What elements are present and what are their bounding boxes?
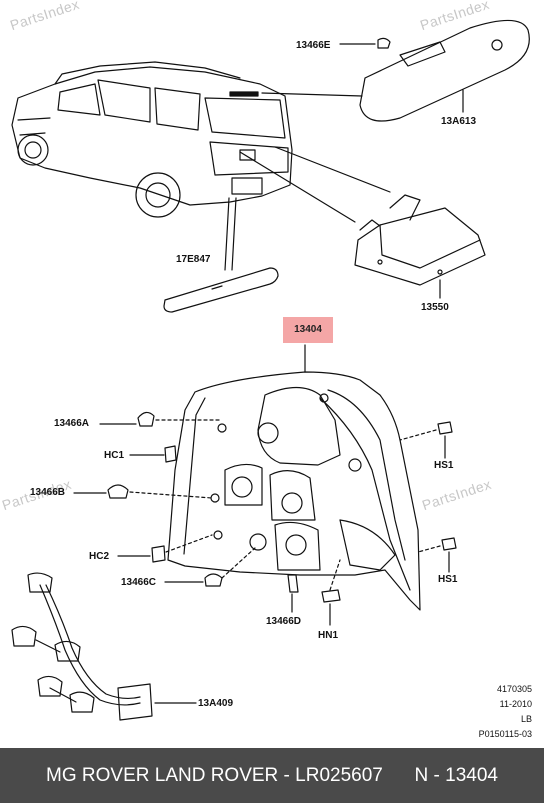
diagram-ref-3: LB: [520, 714, 532, 724]
footer-bar: MG ROVER LAND ROVER - LR025607 N - 13404: [0, 748, 544, 803]
part-label-13404[interactable]: 13404: [294, 324, 322, 335]
high-stop-lamp-illustration: [339, 19, 530, 122]
part-label-13466c[interactable]: 13466C: [121, 577, 157, 588]
vehicle-illustration: [11, 61, 293, 218]
plate-lamp-illustration: [354, 194, 486, 299]
diagram-ref-1: 4170305: [496, 684, 532, 694]
diagram-ref-2: 11-2010: [499, 699, 532, 709]
part-label-17e847[interactable]: 17E847: [176, 254, 211, 265]
highlighted-part-label[interactable]: 13404: [283, 317, 333, 343]
part-label-13466a[interactable]: 13466A: [54, 418, 90, 429]
clip-hc2-illustration: [117, 534, 213, 563]
footer-text: MG ROVER LAND ROVER - LR025607 N - 13404: [46, 765, 498, 786]
part-label-13466d[interactable]: 13466D: [266, 616, 302, 627]
wiring-harness-illustration: [11, 572, 197, 721]
part-label-hc1[interactable]: HC1: [104, 450, 125, 461]
diagram-ref-4: P0150115-03: [478, 729, 532, 739]
part-label-13550[interactable]: 13550: [421, 302, 449, 313]
screw-hs1-bottom-illustration: [417, 537, 457, 573]
nut-hn1-illustration: [321, 559, 341, 626]
bulb-13466a-illustration: [99, 411, 221, 427]
part-label-13466b[interactable]: 13466B: [30, 487, 66, 498]
part-label-hn1[interactable]: HN1: [318, 630, 339, 641]
clip-hc1-illustration: [129, 445, 177, 463]
bulb-13466c-illustration: [164, 547, 256, 587]
bulb-13466d-illustration: [287, 574, 299, 613]
bulb-13466b-illustration: [73, 484, 213, 499]
part-label-hs1-top[interactable]: HS1: [434, 460, 454, 471]
reflector-illustration: [163, 267, 279, 313]
part-label-hs1-bottom[interactable]: HS1: [438, 574, 458, 585]
part-label-13a613[interactable]: 13A613: [441, 116, 477, 127]
part-label-13a409[interactable]: 13A409: [198, 698, 234, 709]
parts-diagram: [11, 19, 530, 721]
tail-lamp-illustration: [167, 344, 421, 611]
part-label-13466e[interactable]: 13466E: [296, 40, 331, 51]
part-label-hc2[interactable]: HC2: [89, 551, 110, 562]
screw-hs1-top-illustration: [399, 421, 453, 459]
